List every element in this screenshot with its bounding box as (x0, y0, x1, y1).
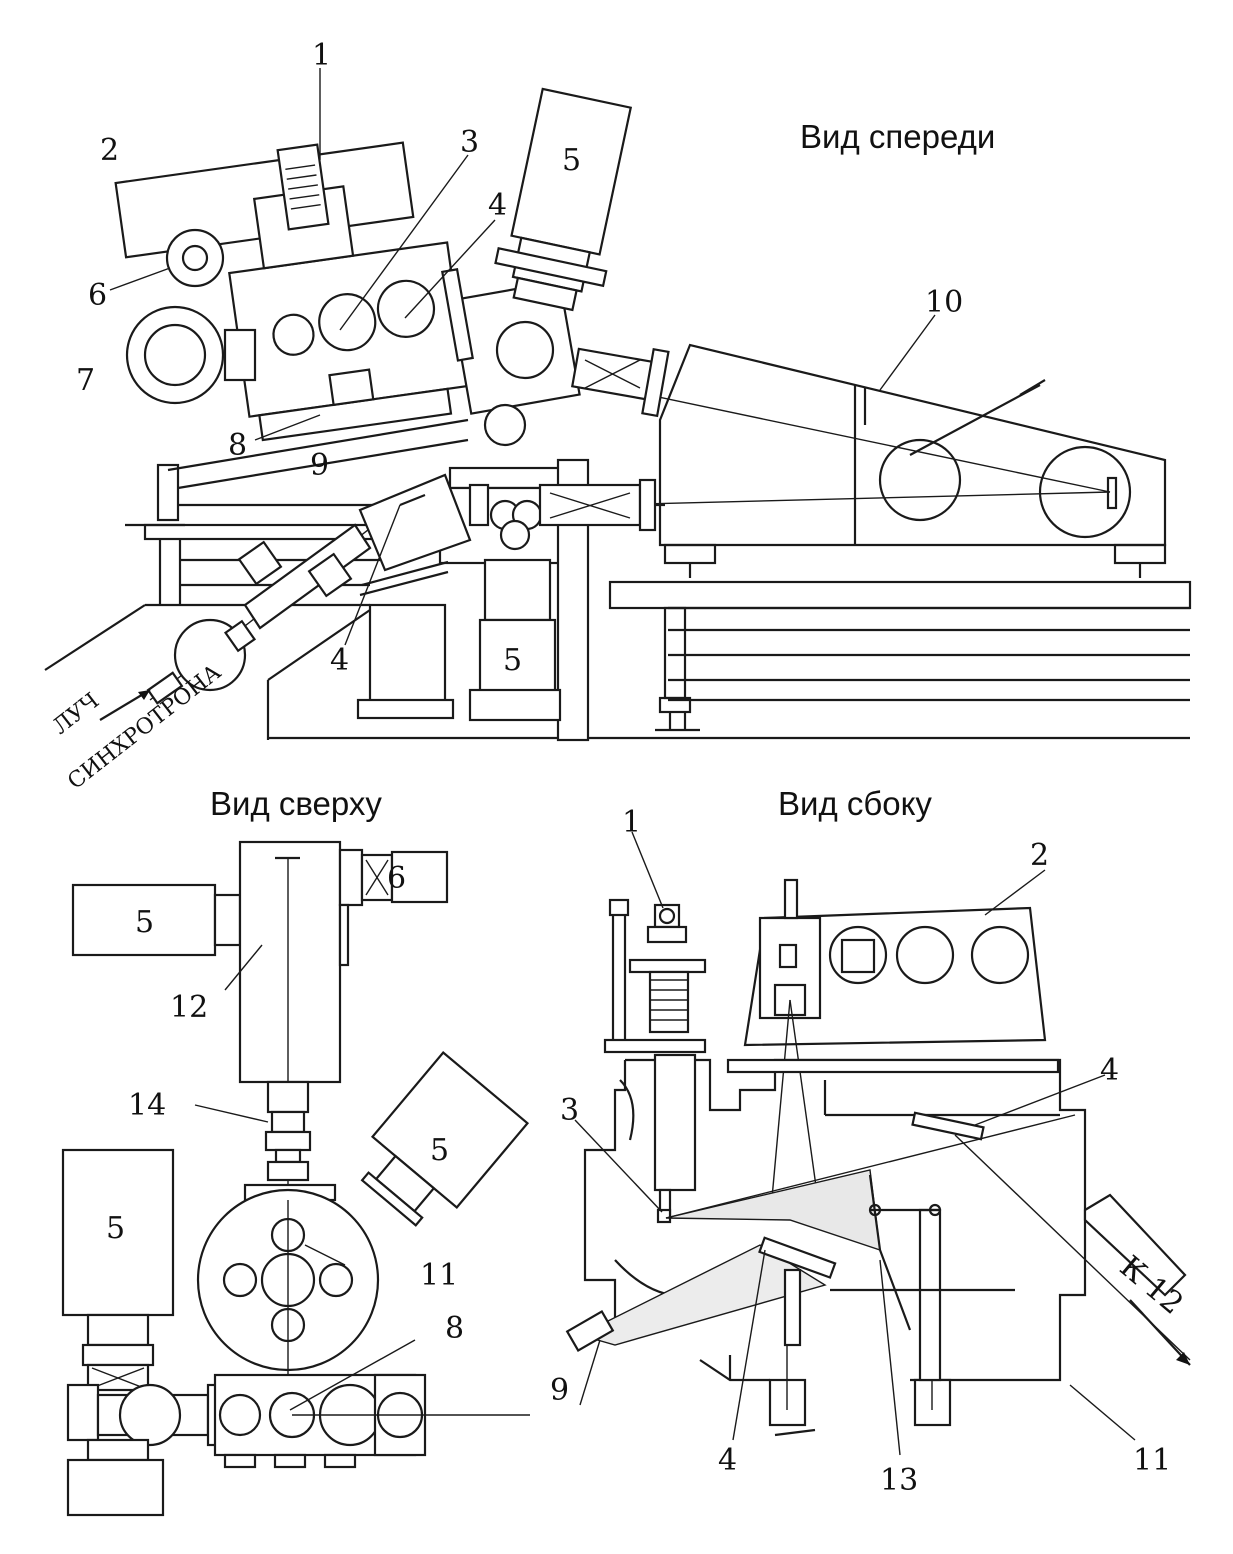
front-label-4-top: 4 (488, 188, 507, 223)
top-label-11: 11 (420, 1258, 458, 1293)
beam-pipe (99, 523, 372, 721)
side-goniometer-1 (603, 898, 707, 1054)
front-view-title: Вид спереди (800, 118, 995, 155)
front-view: Вид спереди 1 2 3 4 4 5 5 6 7 8 9 10 ЛУЧ… (44, 38, 1192, 795)
upper-assembly (114, 141, 469, 442)
detector-5-top (494, 87, 633, 312)
front-label-1: 1 (312, 38, 331, 73)
front-label-8: 8 (228, 428, 247, 463)
top-label-6: 6 (387, 861, 406, 896)
side-label-2: 2 (1030, 838, 1049, 873)
side-label-4-top: 4 (1100, 1053, 1119, 1088)
top-label-5a: 5 (135, 905, 154, 940)
front-label-3: 3 (460, 125, 479, 160)
front-label-9: 9 (310, 448, 329, 483)
side-crystal-4 (911, 1111, 985, 1141)
front-label-4-bottom: 4 (330, 643, 349, 678)
top-monochromator-12 (238, 840, 342, 1084)
side-label-9: 9 (550, 1373, 569, 1408)
mirror-box-4 (358, 473, 665, 572)
top-pump-6 (390, 850, 449, 904)
side-view: Вид сбоку (550, 785, 1191, 1498)
front-label-6: 6 (88, 278, 107, 313)
front-label-2: 2 (100, 133, 119, 168)
front-leaders (109, 68, 936, 646)
pump-7 (125, 305, 225, 405)
side-spectrometer-2 (743, 878, 1047, 1221)
top-label-5c: 5 (430, 1133, 449, 1168)
side-label-13: 13 (880, 1463, 918, 1498)
top-label-12: 12 (170, 990, 208, 1025)
beam-label-line2: СИНХРОТРОНА (63, 660, 226, 795)
spectrometer-tank-10 (658, 343, 1167, 578)
top-label-8: 8 (445, 1311, 464, 1346)
front-label-5-bottom: 5 (503, 643, 522, 678)
front-label-10: 10 (925, 285, 963, 320)
top-label-5b: 5 (106, 1211, 125, 1246)
top-detector-5c (360, 1050, 530, 1227)
side-label-11: 11 (1133, 1443, 1171, 1478)
side-label-1: 1 (622, 805, 641, 840)
side-chamber-11 (583, 1053, 1187, 1427)
front-label-7: 7 (76, 363, 95, 398)
top-view-title: Вид сверху (210, 785, 382, 822)
side-leaders (574, 831, 1136, 1456)
chamber-upper (441, 268, 670, 447)
side-detector-9 (565, 1309, 615, 1353)
front-label-5-top: 5 (562, 143, 581, 178)
side-label-4-bottom: 4 (718, 1443, 737, 1478)
pump-6 (165, 228, 225, 288)
top-detector-5a (71, 883, 217, 957)
top-view: Вид сверху (61, 785, 530, 1517)
top-label-14: 14 (128, 1088, 166, 1123)
side-view-title: Вид сбоку (778, 785, 932, 822)
beam-label-line1: ЛУЧ (48, 688, 104, 739)
side-label-3: 3 (560, 1093, 579, 1128)
